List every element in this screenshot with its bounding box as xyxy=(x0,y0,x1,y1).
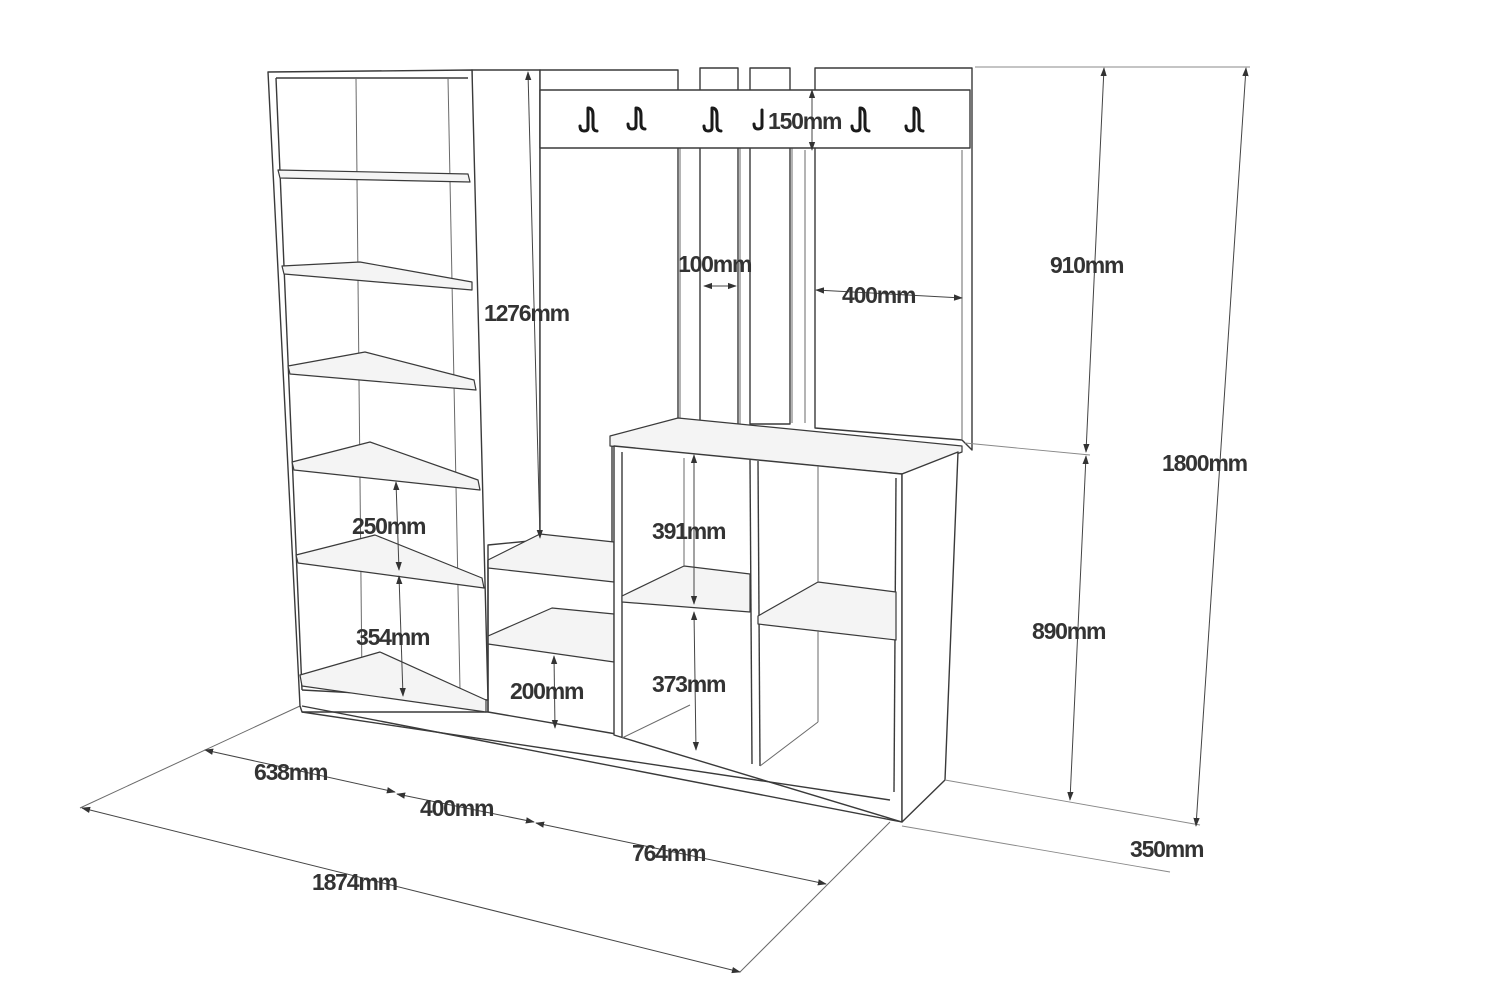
coat-hook-icon xyxy=(702,106,723,133)
dimension-labels: 150mm 100mm 400mm 910mm 1800mm 1276mm 39… xyxy=(254,108,1249,895)
coat-hook-icon xyxy=(904,106,925,133)
dim-depth: 350mm xyxy=(1130,836,1204,862)
dim-lower-height: 890mm xyxy=(1032,618,1106,644)
hook-rail xyxy=(539,89,971,149)
dim-bottom-shelf-height: 354mm xyxy=(356,624,430,650)
dim-shelf-spacing: 250mm xyxy=(352,513,426,539)
dim-lower-cube-height: 373mm xyxy=(652,671,726,697)
cabinet xyxy=(301,417,963,823)
dim-low-shelf-height: 200mm xyxy=(510,678,584,704)
dim-upper-cube-height: 391mm xyxy=(652,518,726,544)
dim-column-height: 1276mm xyxy=(484,300,570,326)
bookcase xyxy=(267,69,489,713)
dim-bookcase-width: 638mm xyxy=(254,759,328,785)
dim-panel-gap: 100mm xyxy=(678,251,752,277)
coat-hook-icon xyxy=(578,106,599,133)
dim-panel-width: 400mm xyxy=(842,282,916,308)
dim-cabinet-width: 764mm xyxy=(632,840,706,866)
coat-hook-icon xyxy=(626,106,647,131)
coat-hooks xyxy=(578,106,925,133)
dim-total-width: 1874mm xyxy=(312,869,398,895)
dim-middle-width: 400mm xyxy=(420,795,494,821)
dim-total-height: 1800mm xyxy=(1162,450,1248,476)
coat-hook-icon xyxy=(752,108,764,131)
dim-hook-rail-height: 150mm xyxy=(768,108,842,134)
dimension-lines xyxy=(81,66,1250,974)
middle-shelf-unit xyxy=(487,533,623,736)
coat-hook-icon xyxy=(850,106,871,133)
dim-upper-height: 910mm xyxy=(1050,252,1124,278)
